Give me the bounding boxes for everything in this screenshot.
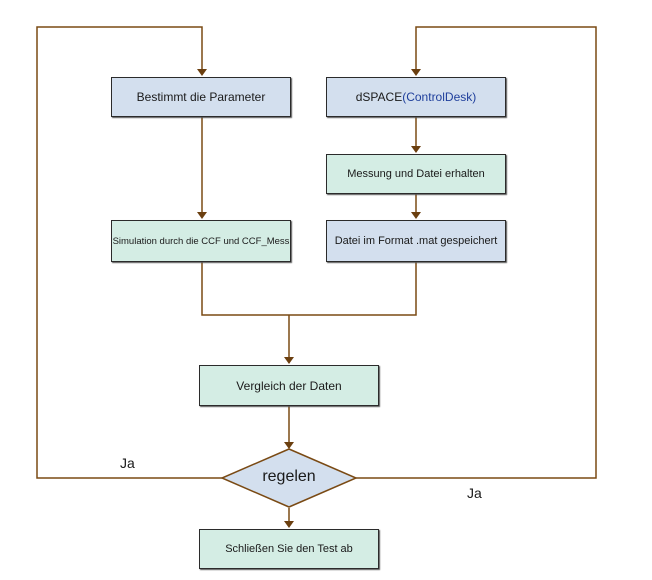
- node-messung[interactable]: Messung und Datei erhalten: [326, 154, 506, 194]
- arrowhead: [197, 69, 207, 76]
- node-label: Simulation durch die CCF und CCF_Mess: [112, 235, 290, 247]
- arrowhead: [197, 212, 207, 219]
- edge-loop-right: [356, 26, 597, 479]
- node-label: Bestimmt die Parameter: [136, 90, 266, 104]
- decision-diamond[interactable]: [220, 448, 358, 508]
- node-test-abschliessen[interactable]: Schließen Sie den Test ab: [199, 529, 379, 569]
- node-bestimmt-parameter[interactable]: Bestimmt die Parameter: [111, 77, 291, 117]
- node-dspace[interactable]: dSPACE(ControlDesk): [326, 77, 506, 117]
- edge-label-right-yes: Ja: [467, 485, 482, 501]
- node-label: dSPACE(ControlDesk): [355, 90, 477, 104]
- node-simulation[interactable]: Simulation durch die CCF und CCF_Mess: [111, 220, 291, 262]
- node-vergleich[interactable]: Vergleich der Daten: [199, 365, 379, 406]
- node-datei-gespeichert[interactable]: Datei im Format .mat gespeichert: [326, 220, 506, 262]
- arrowhead: [411, 212, 421, 219]
- arrowhead: [411, 69, 421, 76]
- node-label-accent: (ControlDesk): [402, 90, 477, 104]
- edge-simulation-merge: [201, 262, 417, 316]
- arrowhead: [284, 521, 294, 528]
- node-label: Messung und Datei erhalten: [347, 168, 485, 180]
- decision-label: regelen: [262, 468, 316, 485]
- arrowhead: [284, 357, 294, 364]
- arrowhead: [284, 442, 294, 449]
- edge-label-left-yes: Ja: [120, 455, 135, 471]
- node-label: Vergleich der Daten: [236, 378, 342, 393]
- node-label: Datei im Format .mat gespeichert: [334, 235, 498, 247]
- node-label: Schließen Sie den Test ab: [225, 543, 353, 555]
- edge-loop-left: [36, 26, 222, 479]
- arrowhead: [411, 146, 421, 153]
